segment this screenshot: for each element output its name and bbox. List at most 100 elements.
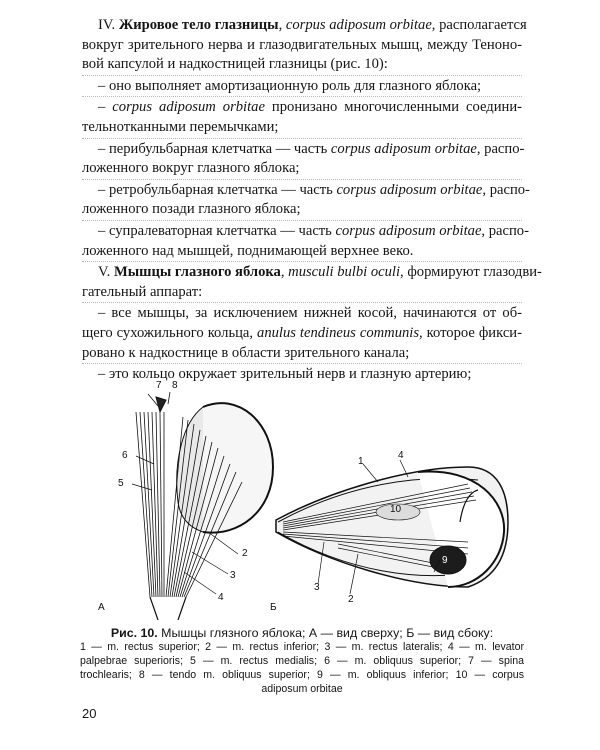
text-fragment: – супралеваторная клетчатка — часть — [98, 222, 336, 239]
callout-number: 6 — [122, 450, 128, 461]
bullet-item: – перибульбарная клетчатка — часть corpu… — [82, 140, 525, 179]
dotted-divider — [82, 96, 522, 98]
text-line: – все мышцы, за исключением нижней косой… — [98, 305, 522, 322]
caption-line: palpebrae superioris; 5 — m. rectus medi… — [80, 655, 524, 667]
dotted-divider — [82, 363, 522, 365]
section-heading: Жировое тело глазницы — [118, 17, 279, 33]
text-line: V. Мышцы глазного яблока, musculi bulbi … — [82, 263, 542, 283]
dotted-divider — [82, 74, 522, 77]
text-line: – оно выполняет амортизационную роль для… — [98, 77, 482, 94]
section-heading: Мышцы глазного яблока — [113, 264, 281, 281]
callout-number: 9 — [442, 555, 448, 566]
eyelid-edge — [459, 489, 479, 523]
text-fragment: пронизано многочисленными соедини- — [264, 99, 522, 116]
text-line: ложенного над мышцей, поднимающей верхне… — [82, 242, 414, 259]
callout-number: 4 — [398, 450, 404, 461]
dotted-divider — [82, 302, 522, 304]
panel-b-label: Б — [270, 602, 277, 613]
callout-number: 2 — [242, 548, 248, 559]
callout-number: 8 — [172, 380, 178, 391]
muscle-fibers-a — [135, 411, 243, 598]
callout-number: 1 — [358, 456, 364, 467]
text-fragment: , формируют глазодви- — [400, 264, 542, 281]
punctuation: , — [278, 17, 286, 33]
leader-lines-top — [147, 391, 171, 407]
caption-line: trochlearis; 8 — tendo m. obliquus super… — [80, 669, 524, 681]
latin-term: corpus adiposum orbitae — [330, 140, 477, 157]
eyeball-outline — [202, 402, 275, 534]
text-fragment: , которое фикси- — [419, 324, 522, 341]
inferior-oblique — [429, 545, 467, 575]
text-line: – супралеваторная клетчатка — часть corp… — [82, 222, 529, 242]
latin-term: corpus adiposum orbitae — [336, 181, 483, 198]
punctuation: , — [280, 264, 289, 281]
callout-number: 3 — [314, 582, 320, 593]
text-fragment: щего сухожильного кольца, — [82, 324, 258, 341]
eye-muscles-illustration — [131, 391, 509, 621]
text-line: – перибульбарная клетчатка — часть corpu… — [82, 140, 525, 160]
text-fragment: , располагается — [431, 17, 527, 33]
text-fragment: – ретробульбарная клетчатка — часть — [98, 181, 337, 198]
bullet-item: – это кольцо окружает зрительный нерв и … — [82, 365, 522, 385]
leader-lines-a — [131, 455, 239, 595]
section-iv-paragraph: IV. Жировое тело глазницы, corpus adipos… — [82, 16, 527, 75]
text-line: щего сухожильного кольца, anulus tendine… — [82, 324, 522, 344]
bullet-item: – оно выполняет амортизационную роль для… — [82, 77, 522, 97]
section-v-paragraph: V. Мышцы глазного яблока, musculi bulbi … — [82, 263, 542, 302]
figure-caption: Рис. 10. Мышцы глязного яблока; А — вид … — [80, 626, 524, 696]
latin-term: corpus adiposum orbitae — [285, 17, 432, 33]
text-line: вой капсулой и надкостницей глазницы (ри… — [82, 56, 388, 73]
section-number: IV. — [98, 17, 119, 33]
section-number: V. — [98, 264, 114, 281]
dotted-divider — [82, 178, 522, 181]
caption-figure-number: Рис. 10. — [110, 626, 158, 640]
text-line: IV. Жировое тело глазницы, corpus adipos… — [82, 16, 527, 36]
caption-title-text: Мышцы глязного яблока; А — вид сверху; Б… — [157, 626, 494, 640]
text-fragment: , распо- — [482, 181, 530, 198]
bullet-item: – супралеваторная клетчатка — часть corp… — [82, 222, 529, 261]
latin-term: corpus adiposum orbitae — [112, 99, 265, 116]
caption-line: adiposum orbitae — [261, 683, 343, 695]
text-line: ложенного вокруг глазного яблока; — [82, 160, 300, 177]
callout-number: 2 — [348, 594, 354, 605]
body-text: IV. Жировое тело глазницы, corpus adipos… — [82, 16, 542, 385]
optic-nerve — [149, 596, 187, 621]
text-line: – ретробульбарная клетчатка — часть corp… — [82, 181, 530, 201]
fat-body — [375, 503, 421, 521]
bullet-item: – все мышцы, за исключением нижней косой… — [82, 304, 522, 363]
eyeball-side — [417, 470, 506, 588]
text-line: гательный аппарат: — [82, 283, 203, 300]
caption-line: 1 — m. rectus superior; 2 — m. rectus in… — [80, 641, 524, 653]
bullet-item: – corpus adiposum orbitae пронизано мног… — [82, 98, 522, 137]
text-fragment: , распо- — [476, 140, 525, 157]
dotted-divider — [82, 219, 522, 222]
text-line: – это кольцо окружает зрительный нерв и … — [98, 366, 472, 383]
text-line: ровано к надкостнице в области зрительно… — [82, 344, 410, 361]
text-line: тельнотканными перемычками; — [82, 118, 279, 135]
page-number: 20 — [82, 706, 97, 721]
callout-number: 3 — [230, 570, 236, 581]
text-fragment: , распо- — [481, 222, 529, 239]
text-fragment: – перибульбарная клетчатка — часть — [98, 140, 331, 157]
trochlea — [155, 396, 167, 414]
dotted-divider — [82, 261, 522, 263]
eye-muscles-figure: 7 8 6 5 2 3 4 А 1 4 10 3 2 9 Б — [88, 372, 528, 622]
callout-number: 10 — [390, 504, 402, 515]
bullet-item: – ретробульбарная клетчатка — часть corp… — [82, 181, 530, 220]
text-line: ложенного позади глазного яблока; — [82, 201, 301, 218]
panel-a-drawing — [131, 391, 275, 621]
latin-term: anulus tendineus communis — [257, 324, 420, 341]
text-fragment: – — [98, 99, 113, 116]
callout-number: 7 — [156, 380, 162, 391]
latin-term: musculi bulbi oculi — [288, 264, 401, 281]
text-line: вокруг зрительного нерва и глазодвигател… — [82, 36, 522, 53]
panel-b-drawing — [275, 459, 509, 595]
callout-number: 4 — [218, 592, 224, 603]
leader-lines-b — [317, 459, 441, 595]
panel-a-label: А — [98, 602, 105, 613]
text-line: – corpus adiposum orbitae пронизано мног… — [82, 98, 522, 118]
callout-number: 5 — [118, 478, 124, 489]
dotted-divider — [82, 137, 522, 140]
latin-term: corpus adiposum orbitae — [335, 222, 482, 239]
